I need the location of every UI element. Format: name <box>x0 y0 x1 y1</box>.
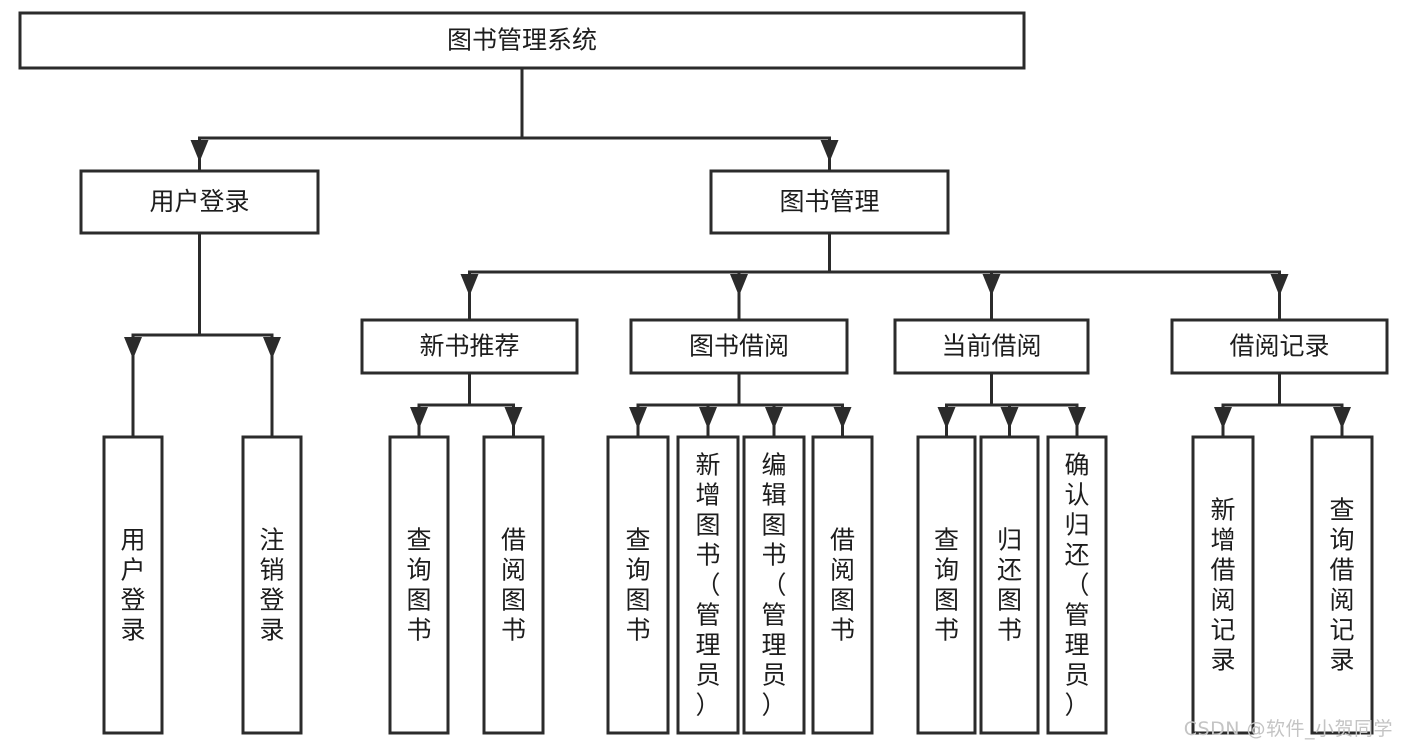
arrow-head-icon <box>1333 407 1351 429</box>
node-label: 注销登录 <box>259 525 284 644</box>
node-label: 查询图书 <box>934 525 959 644</box>
node-leaf-borrow-query[interactable]: 查询图书 <box>606 435 670 735</box>
node-label: 用户登录 <box>149 187 249 216</box>
node-leaf-borrow-lend[interactable]: 借阅图书 <box>811 435 874 735</box>
arrow-head-icon <box>982 274 1001 296</box>
node-box[interactable] <box>360 318 579 375</box>
node-label: 新增借阅记录 <box>1210 495 1235 674</box>
connector-group <box>937 371 1086 438</box>
node-leaf-user-login[interactable]: 用户登录 <box>102 435 164 735</box>
arrow-head-icon <box>190 140 209 162</box>
connector-layer <box>124 66 1351 438</box>
node-leaf-rec-query-rec[interactable]: 查询借阅记录 <box>1310 435 1374 735</box>
node-label: 确认归还（管理员） <box>1064 450 1089 719</box>
node-label: 归还图书 <box>997 525 1022 644</box>
node-box[interactable] <box>916 435 977 735</box>
node-label: 查询图书 <box>406 525 431 644</box>
arrow-head-icon <box>504 407 523 429</box>
connector-group <box>124 231 281 438</box>
node-box[interactable] <box>606 435 670 735</box>
connector-group <box>410 371 523 438</box>
node-leaf-cur-confirm[interactable]: 确认归还（管理员） <box>1046 435 1108 735</box>
node-box[interactable] <box>676 435 740 735</box>
node-box[interactable] <box>742 435 806 735</box>
arrow-head-icon <box>937 407 956 429</box>
node-layer: 图书管理系统用户登录图书管理新书推荐图书借阅当前借阅借阅记录用户登录注销登录查询… <box>18 11 1389 735</box>
node-box[interactable] <box>811 435 874 735</box>
arrow-head-icon <box>460 274 479 296</box>
node-leaf-user-logout[interactable]: 注销登录 <box>241 435 303 735</box>
node-box[interactable] <box>1310 435 1374 735</box>
node-label: 新增图书（管理员） <box>695 450 720 719</box>
node-box[interactable] <box>893 318 1090 375</box>
node-leaf-rec-borrow[interactable]: 借阅图书 <box>482 435 545 735</box>
node-label: 编辑图书（管理员） <box>761 450 786 719</box>
node-box[interactable] <box>629 318 849 375</box>
node-l2-book-manage[interactable]: 图书管理 <box>709 169 950 235</box>
arrow-head-icon <box>124 337 142 359</box>
node-label: 图书管理系统 <box>447 26 597 55</box>
node-label: 图书管理 <box>779 187 879 216</box>
arrow-head-icon <box>833 407 852 429</box>
node-label: 借阅图书 <box>830 525 855 644</box>
node-box[interactable] <box>1191 435 1255 735</box>
connector-group <box>1214 371 1351 438</box>
node-label: 查询借阅记录 <box>1329 495 1354 674</box>
arrow-head-icon <box>1000 407 1019 429</box>
node-l2-user-login[interactable]: 用户登录 <box>79 169 320 235</box>
node-label: 当前借阅 <box>941 332 1041 361</box>
node-l3-borrow-record[interactable]: 借阅记录 <box>1170 318 1389 375</box>
connector-group <box>629 371 852 438</box>
node-box[interactable] <box>482 435 545 735</box>
node-leaf-borrow-edit[interactable]: 编辑图书（管理员） <box>742 435 806 735</box>
arrow-head-icon <box>765 407 783 429</box>
arrow-head-icon <box>1270 274 1289 296</box>
node-label: 新书推荐 <box>419 332 519 361</box>
node-l3-book-borrow[interactable]: 图书借阅 <box>629 318 849 375</box>
connector-group <box>190 66 839 172</box>
node-box[interactable] <box>709 169 950 235</box>
node-label: 图书借阅 <box>689 332 789 361</box>
node-label: 查询图书 <box>625 525 650 644</box>
node-l3-new-book-rec[interactable]: 新书推荐 <box>360 318 579 375</box>
node-box[interactable] <box>241 435 303 735</box>
node-l3-current-borrow[interactable]: 当前借阅 <box>893 318 1090 375</box>
node-box[interactable] <box>18 11 1026 70</box>
node-leaf-cur-query[interactable]: 查询图书 <box>916 435 977 735</box>
connector-group <box>460 231 1289 321</box>
node-label: 用户登录 <box>120 525 145 644</box>
node-leaf-cur-return[interactable]: 归还图书 <box>979 435 1040 735</box>
node-box[interactable] <box>1170 318 1389 375</box>
arrow-head-icon <box>263 337 281 359</box>
arrow-head-icon <box>699 407 717 429</box>
node-leaf-rec-query[interactable]: 查询图书 <box>388 435 450 735</box>
arrow-head-icon <box>730 274 748 296</box>
node-label: 借阅记录 <box>1229 332 1329 361</box>
arrow-head-icon <box>410 407 428 429</box>
node-box[interactable] <box>388 435 450 735</box>
node-root[interactable]: 图书管理系统 <box>18 11 1026 70</box>
node-leaf-rec-add[interactable]: 新增借阅记录 <box>1191 435 1255 735</box>
arrow-head-icon <box>820 140 839 162</box>
node-box[interactable] <box>79 169 320 235</box>
node-label: 借阅图书 <box>501 525 526 644</box>
node-box[interactable] <box>102 435 164 735</box>
arrow-head-icon <box>1214 407 1232 429</box>
node-box[interactable] <box>1046 435 1108 735</box>
arrow-head-icon <box>629 407 647 429</box>
node-box[interactable] <box>979 435 1040 735</box>
node-leaf-borrow-add[interactable]: 新增图书（管理员） <box>676 435 740 735</box>
arrow-head-icon <box>1068 407 1086 429</box>
